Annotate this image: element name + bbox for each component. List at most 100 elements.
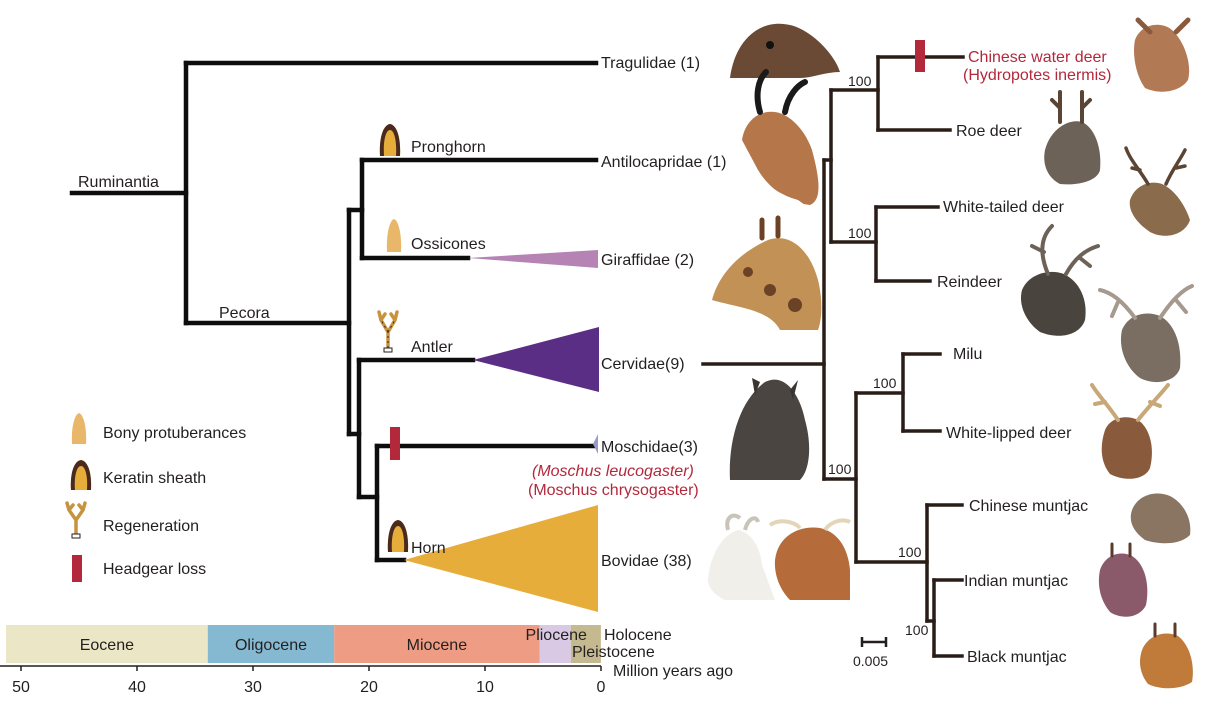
regeneration-icon [377,310,399,353]
taxon-count: (3) [678,439,698,456]
legend-label: Keratin sheath [103,470,206,487]
epoch-label: Oligocene [235,637,307,654]
keratin-sheath-icon [387,520,409,552]
chinese-water-deer-image [1134,17,1191,92]
bootstrap-value: 100 [828,461,852,477]
giraffe-image [712,215,822,330]
moschus-leucogaster-label: (Moschus leucogaster) [532,463,694,480]
taxon-name: Giraffidae [601,252,670,269]
time-tick-label: 40 [128,679,146,696]
keratin-sheath-icon [70,460,92,490]
ossicones-label: Ossicones [411,236,486,253]
bootstrap-value: 100 [848,225,872,241]
epoch-label: Eocene [80,637,134,654]
bootstrap-value: 100 [898,544,922,560]
antler-label: Antler [411,339,453,356]
taxon-bovidae: Bovidae (38) [601,553,692,570]
scale-bar [860,637,888,647]
taxon-name: Antilocapridae [601,154,703,171]
taxon-count: (1) [680,55,700,72]
milu-image [1098,284,1194,383]
taxon-antilocapridae: Antilocapridae (1) [601,154,726,171]
cervidae-wedge [473,327,599,392]
bootstrap-value: 100 [873,375,897,391]
reindeer-image [1020,224,1100,336]
taxon-name: Cervidae [601,356,665,373]
legend: Bony protuberances Keratin sheath Regene… [65,413,246,582]
time-tick-label: 10 [476,679,494,696]
indian-muntjac-image [1098,542,1148,617]
pronghorn-image [742,69,819,205]
legend-label: Bony protuberances [103,425,246,442]
time-tick-label: 30 [244,679,262,696]
bony-protuberance-icon [71,413,87,444]
time-axis-label: Million years ago [613,663,733,680]
taxon-giraffidae: Giraffidae (2) [601,252,694,269]
taxon-count: (9) [665,356,685,373]
tip-white-lipped-deer: White-lipped deer [946,425,1072,442]
goat-image [708,513,775,600]
moschidae-wedge [593,434,598,454]
time-tick-label: 50 [12,679,30,696]
time-tick-label: 20 [360,679,378,696]
epoch-oligocene [207,625,335,663]
chinese-muntjac-image [1130,493,1191,544]
ruminantia-label: Ruminantia [78,174,159,191]
scale-bar-label: 0.005 [853,653,888,669]
tip-reindeer: Reindeer [937,274,1003,291]
taxon-count: (38) [663,553,691,570]
time-tick-label: 0 [597,679,606,696]
epoch-label: Miocene [407,637,468,654]
keratin-sheath-icon [379,124,401,156]
epoch-label: Pliocene [526,627,587,644]
taxon-name: Moschidae [601,439,678,456]
bootstrap-value: 100 [848,73,872,89]
moschus-chrysogaster-label: (Moschus chrysogaster) [528,482,699,499]
tip-roe-deer: Roe deer [956,123,1022,140]
chevrotain-image [730,23,840,78]
horn-label: Horn [411,540,446,557]
bovidae-wedge [404,505,598,612]
epoch-labels: Eocene Oligocene Miocene Pliocene [80,627,587,654]
bootstrap-value: 100 [905,622,929,638]
white-tailed-deer-image [1124,146,1190,236]
animal-illustrations-left [708,23,851,600]
black-muntjac-image [1140,622,1193,689]
taxon-name: Tragulidae [601,55,676,72]
pecora-label: Pecora [219,305,270,322]
pleistocene-label: Pleistocene [572,644,655,661]
pronghorn-label: Pronghorn [411,139,486,156]
headgear-loss-marker [915,40,925,72]
cervid-tree: 100 100 100 100 100 100 Chinese water de… [822,40,1111,669]
bony-protuberance-icon [386,219,402,252]
holocene-label: Holocene [604,627,672,644]
tip-indian-muntjac: Indian muntjac [964,573,1068,590]
epoch-pliocene [539,625,571,663]
time-axis-ticks: 50 40 30 20 10 0 [0,665,606,696]
epoch-bars [6,625,601,663]
tip-white-tailed-deer: White-tailed deer [943,199,1065,216]
giraffidae-wedge [468,250,598,268]
tip-chinese-water-deer: Chinese water deer [968,49,1107,66]
taxon-count: (2) [675,252,695,269]
tip-milu: Milu [953,346,982,363]
epoch-miocene [334,625,540,663]
headgear-loss-icon [72,555,82,582]
legend-label: Regeneration [103,518,199,535]
taxon-count: (1) [707,154,727,171]
ruminant-tree [69,60,599,563]
tip-hydropotes-inermis: (Hydropotes inermis) [963,67,1111,84]
white-lipped-deer-image [1090,383,1170,479]
legend-label: Headgear loss [103,561,206,578]
epoch-pleistocene [570,625,601,663]
tip-chinese-muntjac: Chinese muntjac [969,498,1088,515]
regeneration-icon [65,501,87,539]
taxon-cervidae: Cervidae(9) [601,356,685,373]
taxon-tragulidae: Tragulidae (1) [601,55,700,72]
roe-deer-image [1044,90,1101,185]
headgear-loss-marker [390,427,400,460]
taxon-moschidae: Moschidae(3) [601,439,698,456]
